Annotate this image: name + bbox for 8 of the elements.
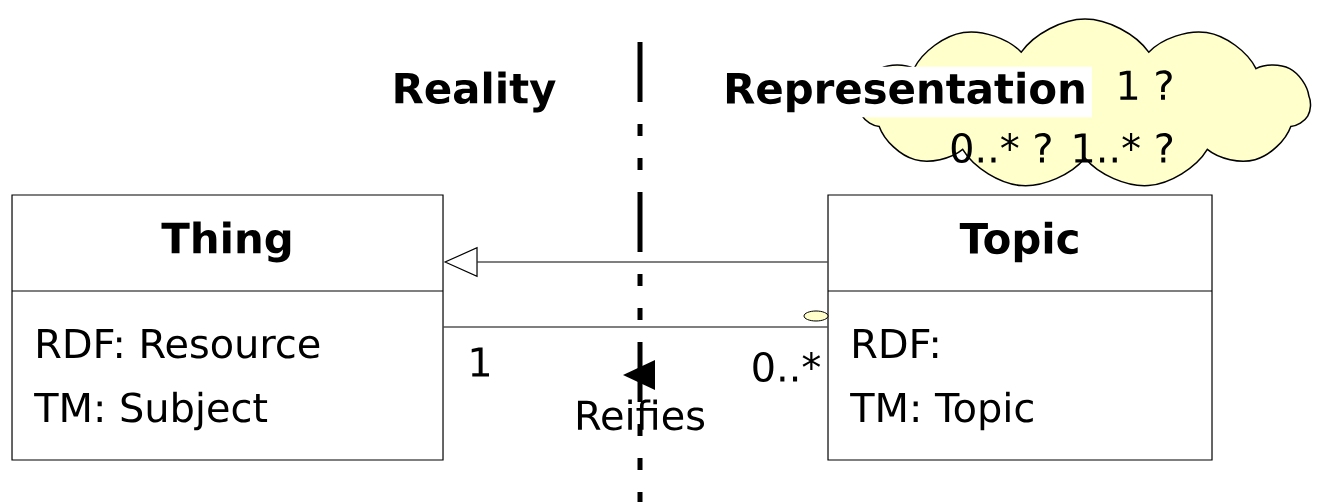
heading: Reality (395, 71, 556, 113)
multiplicity-label: 0..* (753, 351, 821, 383)
connector (443, 326, 828, 328)
class-box: Topic RDF: TM: Topic (827, 194, 1213, 461)
class-box: Thing RDF: Resource TM: Subject (11, 194, 444, 461)
multiplicity-label: 1 (471, 347, 489, 377)
edge-label: Reifies (578, 399, 705, 431)
heading: Representation (718, 66, 1092, 118)
